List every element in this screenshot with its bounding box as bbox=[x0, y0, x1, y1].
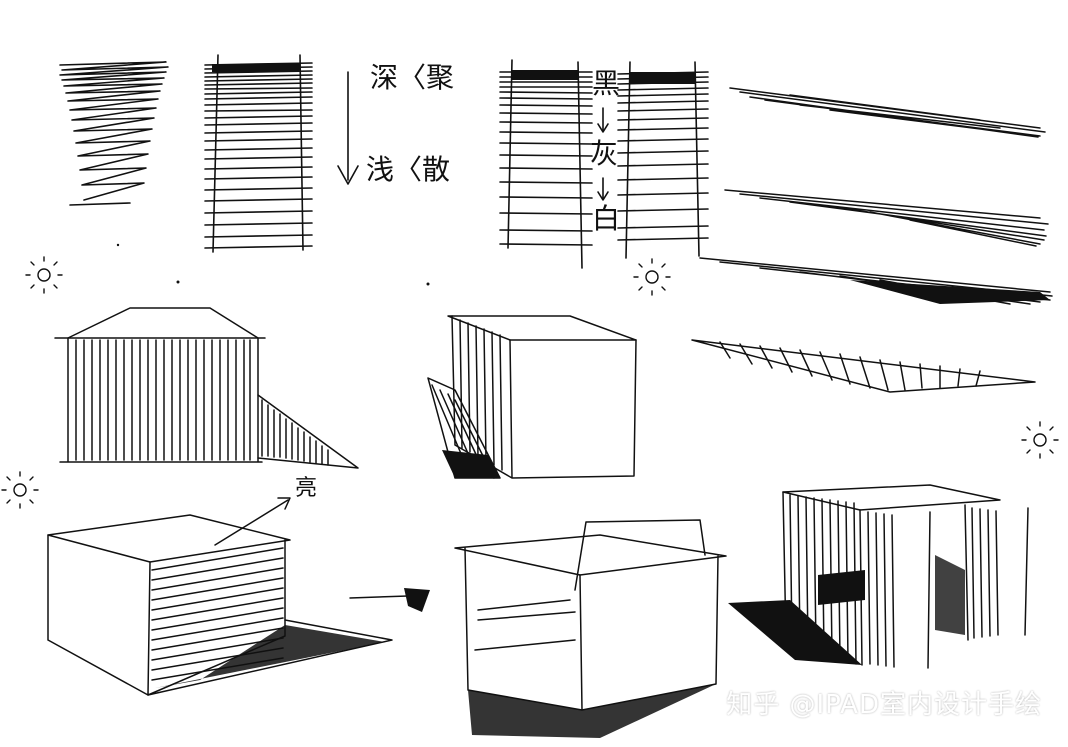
sun-icon bbox=[1021, 421, 1059, 459]
ink-dot bbox=[426, 282, 430, 286]
slanted-tone-band-2 bbox=[724, 189, 1049, 247]
slanted-tone-band-3 bbox=[699, 257, 1053, 305]
small-arrow bbox=[349, 588, 430, 612]
gradient-arrow bbox=[337, 71, 359, 185]
cast-shadow-shape bbox=[691, 339, 1036, 393]
tone-strip-black-gray-white-a bbox=[499, 59, 593, 269]
note-gray: 灰 bbox=[590, 137, 619, 170]
note-light-label: 亮 bbox=[295, 476, 318, 501]
note-light-loose: 浅〈散 bbox=[366, 153, 451, 186]
box-horizontal-hatched bbox=[47, 497, 393, 696]
tone-strip-parallel bbox=[204, 54, 313, 253]
slanted-tone-band-1 bbox=[729, 87, 1046, 138]
ink-dot bbox=[176, 280, 180, 284]
note-white: 白 bbox=[592, 202, 621, 235]
box-front-hatched bbox=[54, 307, 359, 469]
tone-strip-zigzag bbox=[59, 61, 169, 206]
ink-dot bbox=[116, 243, 120, 247]
note-deep-dense: 深〈聚 bbox=[370, 61, 455, 94]
watermark: 知乎 @IPAD室内设计手绘 bbox=[726, 690, 1042, 720]
tone-strip-black-gray-white-b bbox=[617, 61, 709, 259]
sofa-box bbox=[454, 519, 727, 738]
box-side-hatched bbox=[427, 315, 637, 479]
sun-icon bbox=[1, 471, 39, 509]
note-black: 黑 bbox=[592, 67, 621, 100]
sun-icon bbox=[25, 256, 63, 294]
composite-blocks bbox=[728, 484, 1029, 669]
sun-icon bbox=[633, 258, 671, 296]
black-gray-white-arrows bbox=[597, 107, 609, 201]
